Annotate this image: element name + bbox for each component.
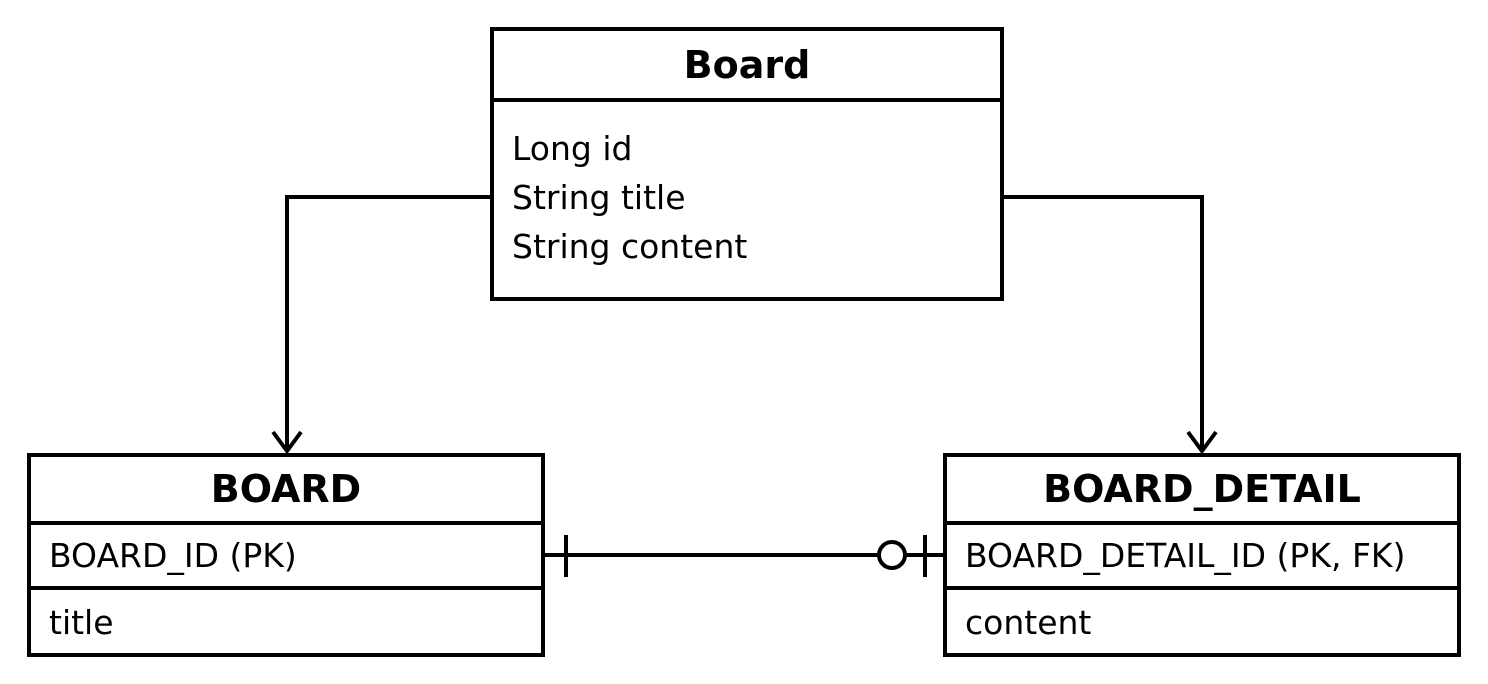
mapping-arrow-to-board — [285, 195, 490, 451]
board-detail-table-column: BOARD_DETAIL_ID (PK, FK) — [947, 525, 1457, 590]
board-detail-table-column: content — [965, 603, 1092, 642]
board-table-title: BOARD — [31, 457, 541, 525]
class-fields: Long id String title String content — [494, 102, 1000, 271]
class-field: String content — [512, 227, 748, 266]
zero-optional-circle — [877, 540, 907, 570]
board-table: BOARD BOARD_ID (PK) title — [27, 453, 545, 657]
board-table-column: BOARD_ID (PK) — [31, 525, 541, 590]
class-field: Long id — [512, 129, 633, 168]
board-detail-table: BOARD_DETAIL BOARD_DETAIL_ID (PK, FK) co… — [943, 453, 1461, 657]
board-table-column: title — [49, 603, 114, 642]
arrowhead-to-board — [271, 430, 303, 455]
class-title: Board — [494, 31, 1000, 102]
class-field: String title — [512, 178, 686, 217]
board-detail-table-title: BOARD_DETAIL — [947, 457, 1457, 525]
mapping-arrow-to-board-detail — [1004, 195, 1204, 451]
arrowhead-to-board-detail — [1186, 430, 1218, 455]
board-class-box: Board Long id String title String conten… — [490, 27, 1004, 301]
